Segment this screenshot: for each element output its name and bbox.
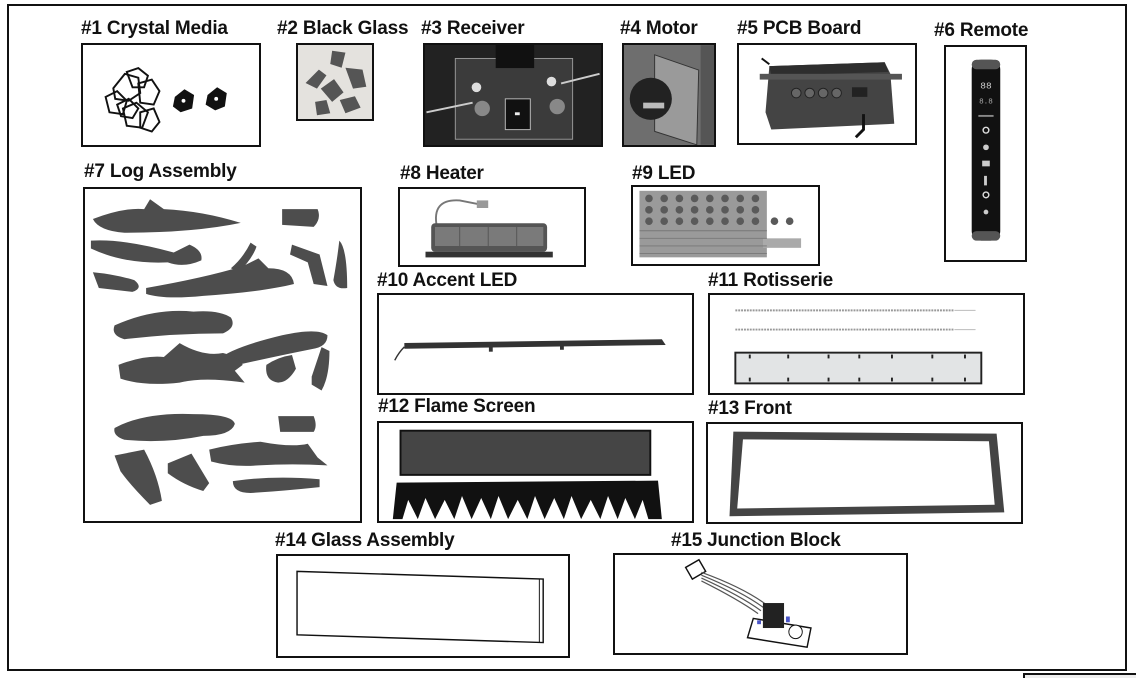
page-corner-tab [1023, 673, 1136, 678]
part-1-crystal-media-image [81, 43, 261, 147]
black-glass-icon [305, 50, 367, 116]
part-5-pcb-board-image [737, 43, 917, 145]
part-2-label: #2 Black Glass [277, 18, 409, 39]
glass-panel-icon [296, 570, 544, 644]
motor-icon [624, 45, 714, 145]
part-6-label: #6 Remote [934, 20, 1029, 41]
part-11-rotisserie-image [708, 293, 1025, 395]
part-7-log-assembly-image [83, 187, 362, 523]
junction-block-icon [684, 558, 812, 649]
part-14-label: #14 Glass Assembly [275, 530, 455, 551]
flame-screen-icon [392, 429, 662, 520]
part-1-label: #1 Crystal Media [81, 18, 228, 39]
accent-led-bar-icon [394, 339, 666, 361]
part-9-label: #9 LED [632, 163, 696, 184]
part-6-remote-image: 88 8.8 [944, 45, 1027, 262]
led-strips-icon [639, 190, 802, 258]
part-3-receiver-image [423, 43, 603, 147]
part-14-glass-assembly-image [276, 554, 570, 658]
part-12-flame-screen-image [377, 421, 694, 523]
receiver-board-icon [426, 45, 600, 140]
front-frame-icon [729, 431, 1005, 517]
part-3-label: #3 Receiver [421, 18, 525, 39]
part-15-label: #15 Junction Block [671, 530, 841, 551]
part-4-motor-image [622, 43, 716, 147]
remote-control-icon: 88 8.8 [971, 59, 1001, 241]
rotisserie-icon [734, 309, 983, 385]
part-13-label: #13 Front [708, 398, 792, 419]
part-4-label: #4 Motor [620, 18, 698, 39]
logs-icon [90, 199, 348, 505]
part-9-led-image [631, 185, 820, 266]
part-8-label: #8 Heater [400, 163, 484, 184]
part-15-junction-block-image [613, 553, 908, 655]
part-10-accent-led-image [377, 293, 694, 395]
heater-icon [425, 199, 553, 258]
part-12-label: #12 Flame Screen [378, 396, 536, 417]
part-8-heater-image [398, 187, 586, 267]
part-10-label: #10 Accent LED [377, 270, 518, 291]
part-13-front-image [706, 422, 1023, 524]
part-5-label: #5 PCB Board [737, 18, 862, 39]
part-2-black-glass-image [296, 43, 374, 121]
crystal-media-icon [104, 66, 227, 133]
pcb-box-icon [759, 57, 902, 139]
page-frame [7, 4, 1127, 671]
part-7-label: #7 Log Assembly [84, 161, 237, 182]
svg-text:88: 88 [980, 80, 992, 91]
svg-text:8.8: 8.8 [979, 99, 993, 107]
part-11-label: #11 Rotisserie [708, 270, 834, 291]
